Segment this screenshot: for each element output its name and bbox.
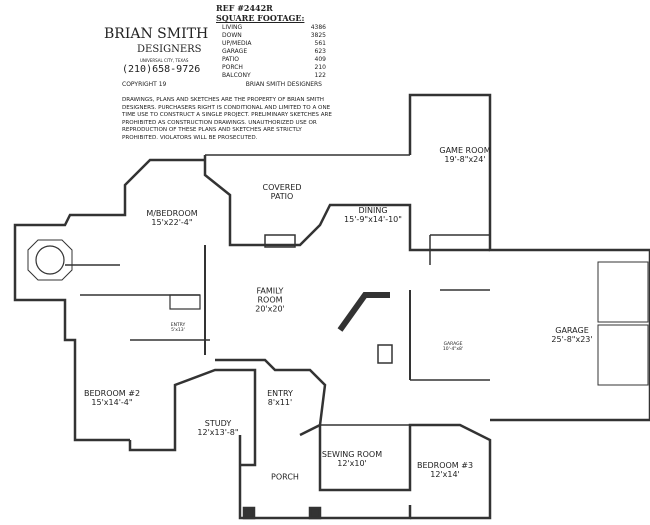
sqft-value: 409 [314, 56, 326, 63]
room-size: 12'x13'-8" [197, 428, 239, 437]
sqft-label: DOWN [222, 32, 242, 39]
room-name: M/BEDROOM [146, 209, 198, 218]
company-location: UNIVERSAL CITY, TEXAS [140, 58, 189, 63]
sqft-label: GARAGE [222, 48, 248, 55]
room-name: PORCH [271, 472, 299, 482]
copyright-text: COPYRIGHT 19 [122, 81, 167, 88]
room-size: 19'-8"x24' [444, 155, 486, 164]
room-size: 15'x22'-4" [151, 218, 193, 227]
sqft-row: LIVING 4386 [222, 24, 326, 32]
room-name-2: PATIO [270, 192, 294, 201]
legal-notice: DRAWINGS, PLANS AND SKETCHES ARE THE PRO… [122, 97, 332, 141]
room-size: 15'-9"x14'-10" [344, 215, 402, 224]
room-size: 8'x11' [267, 398, 293, 407]
room-name: GAME ROOM [439, 146, 491, 155]
room-size: 10'-4"x8' [442, 347, 464, 352]
sqft-value: 623 [314, 48, 326, 55]
copyright-line: COPYRIGHT 19 BRIAN SMITH DESIGNERS [122, 81, 322, 88]
sqft-value: 122 [314, 72, 326, 79]
sqft-value: 4386 [310, 24, 326, 31]
room-name: BEDROOM #3 [416, 461, 474, 470]
square-footage-table: LIVING 4386 DOWN 3825 UP/MEDIA 561 GARAGE 62… [222, 24, 326, 80]
sqft-value: 561 [314, 40, 326, 47]
room-name: ENTRY [267, 389, 293, 398]
room-size: 5'x13' [171, 328, 185, 333]
sqft-value: 210 [314, 64, 326, 71]
room-name: FAMILY [256, 286, 284, 296]
sqft-label: UP/MEDIA [222, 40, 252, 47]
room-name: COVERED [262, 183, 302, 192]
sqft-row: PATIO 409 [222, 56, 326, 64]
sqft-label: LIVING [222, 24, 243, 31]
sqft-row: PORCH 210 [222, 64, 326, 72]
square-footage-heading: SQUARE FOOTAGE: [216, 13, 305, 23]
room-size: 15'x14'-4" [91, 398, 133, 407]
room-size: 12'x10' [337, 459, 367, 468]
sqft-value: 3825 [310, 32, 326, 39]
room-name: DINING [358, 206, 388, 215]
room-name: STUDY [204, 419, 232, 428]
room-name: ENTRY [170, 323, 186, 328]
company-phone: (210)658-9726 [122, 64, 201, 75]
room-name-2: ROOM [257, 295, 283, 305]
sqft-label: BALCONY [222, 72, 251, 79]
room-name: SEWING ROOM [321, 450, 383, 459]
room-name: GARAGE [443, 342, 463, 347]
sqft-label: PORCH [222, 64, 243, 71]
sqft-row: BALCONY 122 [222, 72, 326, 80]
sqft-label: PATIO [222, 56, 240, 63]
company-name: BRIAN SMITH [104, 26, 209, 42]
sqft-row: GARAGE 623 [222, 48, 326, 56]
reference-number: REF #2442R [216, 3, 273, 13]
sqft-row: UP/MEDIA 561 [222, 40, 326, 48]
room-name: BEDROOM #2 [83, 389, 141, 398]
company-subtitle: DESIGNERS [137, 44, 202, 55]
copyright-holder: BRIAN SMITH DESIGNERS [245, 81, 322, 88]
sqft-row: DOWN 3825 [222, 32, 326, 40]
room-porch: PORCH [271, 473, 299, 482]
room-size: 20'x20' [255, 304, 285, 314]
room-size: 12'x14' [430, 470, 460, 479]
room-name: GARAGE [555, 326, 589, 335]
room-size: 25'-8"x23' [551, 335, 593, 344]
